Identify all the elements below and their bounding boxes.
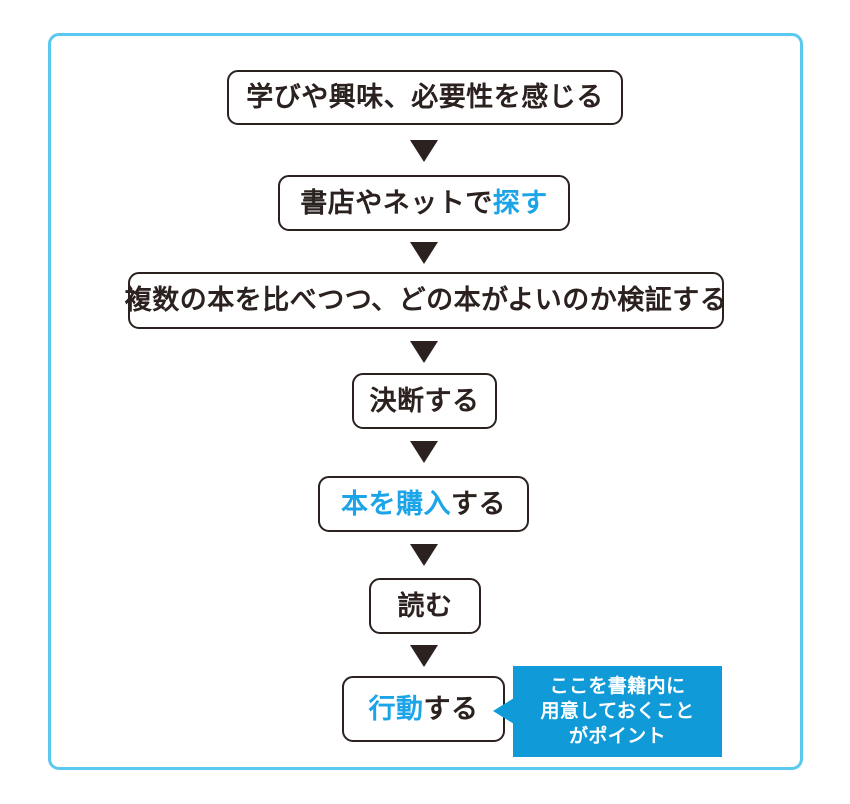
flow-step-5-label: 本を購入する (341, 488, 506, 519)
flow-step-5-text-accent: 本を購入 (341, 488, 451, 519)
flow-step-6-text-plain-prefix: 読む (397, 590, 453, 621)
flow-step-1-text-plain-prefix: 学びや興味、必要性を感じる (246, 82, 604, 112)
triangle-down-icon (410, 645, 438, 667)
flow-step-3-box[interactable]: 複数の本を比べつつ、どの本がよいのか検証する (125, 272, 727, 329)
flow-step-2-label: 書店やネットで探す (300, 187, 548, 218)
flow-step-7-text-accent: 行動 (368, 693, 424, 724)
flow-step-6-box[interactable]: 読む (369, 578, 481, 634)
outer-frame-border (48, 33, 803, 770)
flow-step-7-text-plain-suffix: する (423, 693, 479, 724)
flow-step-2-text-accent: 探す (492, 187, 548, 218)
triangle-down-icon (410, 341, 438, 363)
callout-line-3: がポイント (568, 726, 666, 748)
flow-step-4-box[interactable]: 決断する (352, 373, 497, 429)
triangle-down-icon (410, 242, 438, 264)
flow-step-3-label: 複数の本を比べつつ、どの本がよいのか検証する (125, 287, 728, 314)
flow-step-3-text-plain-prefix: 複数の本を比べつつ、どの本がよいのか検証する (124, 285, 728, 315)
flow-step-4-text-plain-prefix: 決断する (369, 385, 480, 416)
flow-step-1-box[interactable]: 学びや興味、必要性を感じる (227, 70, 623, 125)
flow-step-4-label: 決断する (369, 385, 480, 416)
callout-line-1: ここを書籍内に (549, 675, 686, 697)
flow-step-6-label: 読む (397, 590, 453, 621)
triangle-down-icon (410, 544, 438, 566)
flow-step-7-label: 行動する (368, 693, 479, 724)
flow-step-2-text-plain-prefix: 書店やネットで (300, 187, 493, 218)
flow-step-1-label: 学びや興味、必要性を感じる (246, 84, 604, 111)
flow-step-5-box[interactable]: 本を購入する (318, 476, 529, 532)
triangle-down-icon (410, 140, 438, 162)
flow-step-7-box[interactable]: 行動する (342, 676, 505, 742)
flow-step-2-box[interactable]: 書店やネットで探す (278, 175, 570, 231)
callout-box: ここを書籍内に 用意しておくこと がポイント (513, 666, 722, 757)
flow-step-5-text-plain-suffix: する (451, 488, 506, 519)
callout-line-2: 用意しておくこと (540, 700, 695, 722)
triangle-down-icon (410, 441, 438, 463)
triangle-left-icon (493, 698, 514, 724)
